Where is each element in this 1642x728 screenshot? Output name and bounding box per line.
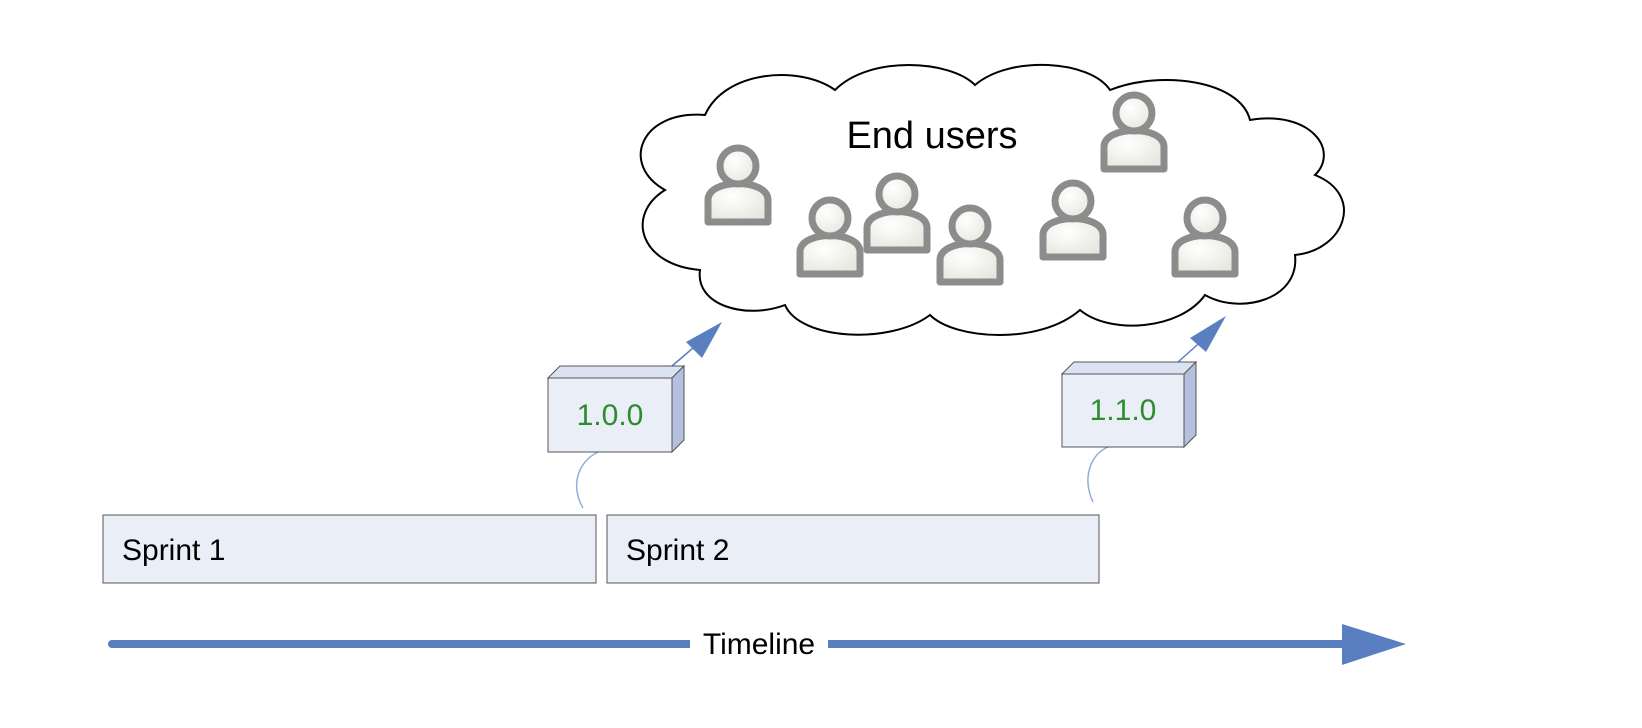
user-icon-body [1100,127,1168,173]
release-box-2-side [1183,360,1197,449]
timeline-arrow: Timeline [108,624,1406,665]
cloud-label: End users [846,115,1017,157]
user-icon-head [1112,91,1156,135]
timeline-label-bg [690,624,828,664]
release-box-2-top [1060,361,1198,375]
user-icon [863,172,931,254]
user-icon [704,144,772,226]
release-arrow-1 [671,322,722,367]
user-icon-head [875,172,919,216]
release-arrow-1-head [686,322,722,358]
release-box-1-face [547,377,673,453]
end-users-group [704,91,1239,286]
sprint-box-2: Sprint 2 [606,514,1100,584]
user-icon-body [704,180,772,226]
release-connector-1 [575,451,599,509]
release-label-1: 1.0.0 [577,399,644,432]
user-icon-head [808,196,852,240]
timeline-label: Timeline [703,628,815,661]
release-box-1: 1.0.0 [546,364,686,454]
user-icon-head [948,204,992,248]
timeline-arrowhead [1342,624,1406,665]
user-icon-body [796,232,864,278]
user-icon [1171,196,1239,278]
user-icon-head [1183,196,1227,240]
user-icon [1039,179,1107,261]
user-icon-head [1051,179,1095,223]
user-icon-body [1039,215,1107,261]
release-box-1-top [546,365,686,379]
release-box-2-face [1061,373,1185,448]
sprint-label-2: Sprint 2 [626,534,729,567]
release-box-2: 1.1.0 [1060,360,1198,449]
sprint-label-1: Sprint 1 [122,534,225,567]
release-arrow-2-head [1190,316,1226,352]
end-users-cloud: End users [639,63,1345,336]
user-icon-body [863,208,931,254]
user-icon-head [716,144,760,188]
user-icon [936,204,1004,286]
sprint-box-2-rect [606,514,1100,584]
release-box-1-side [671,364,685,454]
user-icon-body [936,240,1004,286]
user-icon [796,196,864,278]
sprint-box-1-rect [102,514,597,584]
sprint-box-1: Sprint 1 [102,514,597,584]
user-icon-body [1171,232,1239,278]
release-arrow-2 [1177,316,1226,363]
release-connector-2 [1087,446,1109,503]
user-icon [1100,91,1168,173]
release-label-2: 1.1.0 [1090,394,1157,427]
